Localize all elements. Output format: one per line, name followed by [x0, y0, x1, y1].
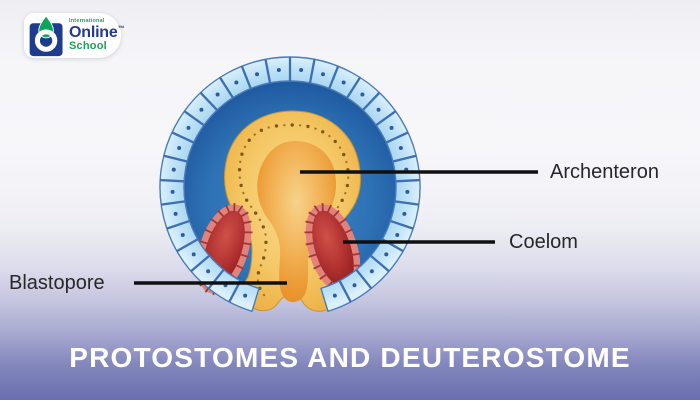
logo-mark-icon [29, 14, 63, 56]
logo-word-online: Online™ [69, 24, 125, 42]
logo-word-international: International [69, 17, 105, 24]
page-title: PROTOSTOMES AND DEUTEROSTOME [69, 342, 631, 373]
ectoderm-ring [159, 56, 421, 313]
label-coelom: Coelom [509, 231, 578, 253]
label-blastopore: Blastopore [9, 272, 105, 294]
logo-text: International Online™ School [69, 17, 125, 53]
logo-word-school: School [69, 40, 107, 53]
logo: International Online™ School [24, 13, 125, 58]
logo-trademark: ™ [117, 25, 125, 33]
leader-lines [134, 170, 538, 285]
archenteron-cavity [257, 141, 337, 303]
ectoderm-cell-dividers [160, 57, 420, 303]
label-archenteron: Archenteron [550, 161, 659, 183]
